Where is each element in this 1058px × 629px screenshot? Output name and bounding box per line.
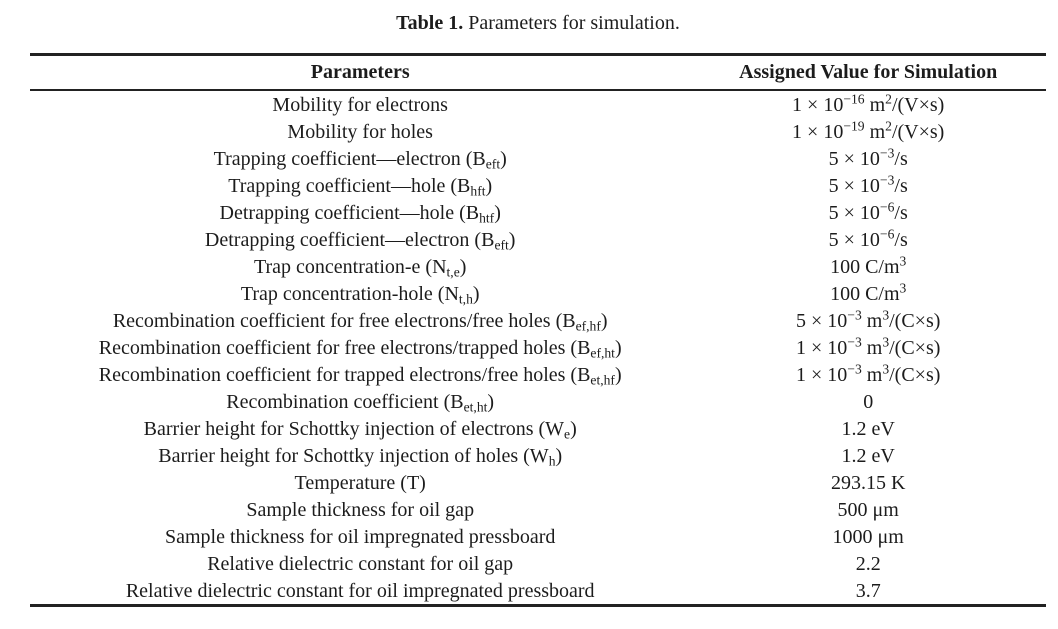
value-cell: 5 × 10−3 m3/(C×s) <box>796 307 941 332</box>
table-row: Recombination coefficient for trapped el… <box>30 361 1046 388</box>
table-row: Sample thickness for oil gap 500 μm <box>30 496 1046 523</box>
parameter-cell: Detrapping coefficient—hole (Bhtf) <box>219 201 501 225</box>
parameter-cell: Detrapping coefficient—electron (Beft) <box>204 228 516 252</box>
table-row: Barrier height for Schottky injection of… <box>30 415 1046 442</box>
table-caption: Table 1. Parameters for simulation. <box>30 10 1046 36</box>
table-row: Relative dielectric constant for oil imp… <box>30 577 1046 606</box>
table-row: Recombination coefficient for free elect… <box>30 334 1046 361</box>
value-cell: 5 × 10−3/s <box>828 172 908 197</box>
table-row: Barrier height for Schottky injection of… <box>30 442 1046 469</box>
value-cell: 1 × 10−3 m3/(C×s) <box>796 334 941 359</box>
value-cell: 0 <box>863 390 874 413</box>
parameter-cell: Mobility for electrons <box>272 93 448 116</box>
parameter-cell: Recombination coefficient for free elect… <box>112 309 608 333</box>
table-row: Temperature (T) 293.15 K <box>30 469 1046 496</box>
table-row: Trap concentration-e (Nt,e) 100 C/m3 <box>30 253 1046 280</box>
value-cell: 100 C/m3 <box>830 253 907 278</box>
table-body: Mobility for electrons 1 × 10−16 m2/(V×s… <box>30 90 1046 606</box>
table-row: Relative dielectric constant for oil gap… <box>30 550 1046 577</box>
value-cell: 3.7 <box>855 579 881 602</box>
value-cell: 1000 μm <box>832 525 904 548</box>
table-caption-label: Table 1. <box>396 12 464 34</box>
table-row: Detrapping coefficient—electron (Beft) 5… <box>30 226 1046 253</box>
table-row: Trapping coefficient—electron (Beft) 5 ×… <box>30 145 1046 172</box>
parameter-cell: Barrier height for Schottky injection of… <box>143 417 577 441</box>
table-row: Trap concentration-hole (Nt,h) 100 C/m3 <box>30 280 1046 307</box>
parameter-cell: Relative dielectric constant for oil gap <box>207 552 514 575</box>
table-row: Recombination coefficient for free elect… <box>30 307 1046 334</box>
parameter-cell: Sample thickness for oil gap <box>246 498 475 521</box>
column-header-parameters: Parameters <box>310 61 410 83</box>
table-row: Detrapping coefficient—hole (Bhtf) 5 × 1… <box>30 199 1046 226</box>
table-caption-text: Parameters for simulation. <box>468 12 680 34</box>
value-cell: 500 μm <box>837 498 899 521</box>
table-row: Mobility for holes 1 × 10−19 m2/(V×s) <box>30 118 1046 145</box>
parameter-cell: Sample thickness for oil impregnated pre… <box>164 525 556 548</box>
parameter-cell: Trapping coefficient—electron (Beft) <box>213 147 507 171</box>
parameter-cell: Temperature (T) <box>294 471 426 494</box>
value-cell: 100 C/m3 <box>830 280 907 305</box>
paper-page: Table 1. Parameters for simulation. Para… <box>30 10 1046 607</box>
parameter-cell: Trapping coefficient—hole (Bhft) <box>228 174 493 198</box>
value-cell: 5 × 10−6/s <box>828 199 908 224</box>
parameter-cell: Mobility for holes <box>287 120 433 143</box>
table-row: Recombination coefficient (Bet,ht) 0 <box>30 388 1046 415</box>
value-cell: 5 × 10−3/s <box>828 145 908 170</box>
table-row: Trapping coefficient—hole (Bhft) 5 × 10−… <box>30 172 1046 199</box>
parameter-cell: Recombination coefficient for free elect… <box>98 336 622 360</box>
value-cell: 1.2 eV <box>841 444 895 467</box>
parameter-cell: Recombination coefficient for trapped el… <box>98 363 622 387</box>
value-cell: 1 × 10−19 m2/(V×s) <box>792 118 945 143</box>
value-cell: 293.15 K <box>830 471 906 494</box>
header-row: Parameters Assigned Value for Simulation <box>30 55 1046 90</box>
parameter-cell: Trap concentration-e (Nt,e) <box>253 255 467 279</box>
value-cell: 1 × 10−3 m3/(C×s) <box>796 361 941 386</box>
table-row: Sample thickness for oil impregnated pre… <box>30 523 1046 550</box>
value-cell: 1 × 10−16 m2/(V×s) <box>792 91 945 116</box>
parameter-cell: Barrier height for Schottky injection of… <box>158 444 563 468</box>
parameters-table: Parameters Assigned Value for Simulation… <box>30 53 1046 607</box>
value-cell: 1.2 eV <box>841 417 895 440</box>
parameter-cell: Relative dielectric constant for oil imp… <box>125 579 595 602</box>
parameter-cell: Trap concentration-hole (Nt,h) <box>240 282 480 306</box>
table-row: Mobility for electrons 1 × 10−16 m2/(V×s… <box>30 90 1046 118</box>
column-header-assigned-value: Assigned Value for Simulation <box>739 61 998 83</box>
value-cell: 2.2 <box>855 552 881 575</box>
value-cell: 5 × 10−6/s <box>828 226 908 251</box>
parameter-cell: Recombination coefficient (Bet,ht) <box>226 390 495 414</box>
